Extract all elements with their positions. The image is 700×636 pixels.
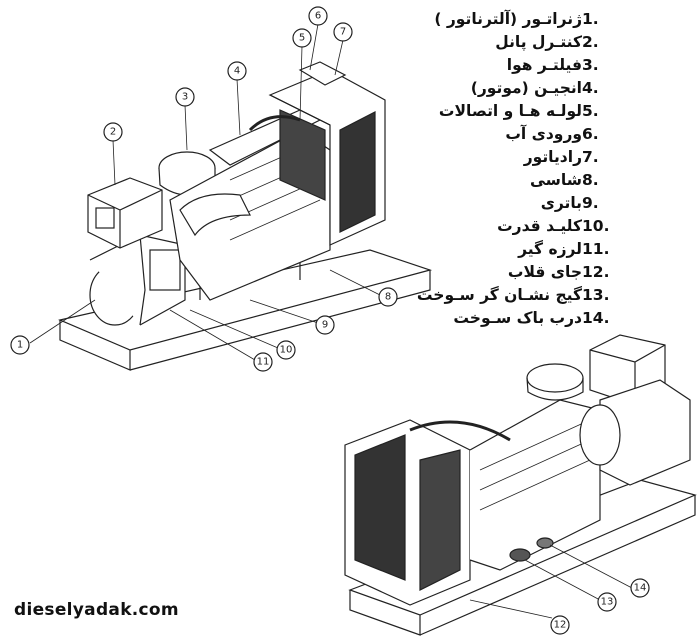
callout-9: 9 [315, 315, 335, 335]
legend-item: 4.انجیـن (موتور) [417, 79, 620, 102]
svg-text:2: 2 [110, 127, 116, 138]
callout-8: 8 [378, 287, 398, 307]
legend-item: 12.جای قلاب [417, 263, 620, 286]
legend-item: 11.لرزه گیر [417, 240, 620, 263]
legend-number: 5. [582, 102, 599, 120]
bottom-generator [344, 334, 697, 636]
legend-label: ورودی آب [505, 125, 582, 143]
svg-text:12: 12 [554, 620, 567, 631]
svg-text:3: 3 [182, 92, 188, 103]
legend-number: 6. [582, 125, 599, 143]
svg-text:14: 14 [634, 583, 647, 594]
legend-item: 9.باتری [417, 194, 620, 217]
callout-14: 14 [630, 578, 650, 598]
legend-item: 2.کنتـرل پانل [417, 33, 620, 56]
legend-number: 8. [582, 171, 599, 189]
legend-item: 10.کلیـد قدرت [417, 217, 620, 240]
legend-item: 7.رادیاتور [417, 148, 620, 171]
callout-11: 11 [253, 352, 273, 372]
callout-2: 2 [103, 122, 123, 142]
legend-label: شاسی [530, 171, 582, 189]
legend-item: 14.درب باک سـوخت [417, 309, 620, 332]
legend-number: 12. [582, 263, 610, 281]
legend-number: 4. [582, 79, 599, 97]
website-watermark: dieselyadak.com [14, 600, 179, 620]
legend-number: 3. [582, 56, 599, 74]
legend-item: 3.فیلتـر هوا [417, 56, 620, 79]
svg-text:5: 5 [299, 33, 305, 44]
callout-10: 10 [276, 340, 296, 360]
parts-legend: 1.ژنراتـور (آلترناتور ) 2.کنتـرل پانل 3.… [417, 10, 620, 332]
svg-text:9: 9 [322, 320, 328, 331]
callout-12: 12 [550, 615, 570, 635]
callout-7: 7 [333, 22, 353, 42]
legend-label: جای قلاب [507, 263, 582, 281]
callout-13: 13 [597, 592, 617, 612]
legend-number: 9. [582, 194, 599, 212]
legend-label: درب باک سـوخت [453, 309, 582, 327]
top-generator [29, 23, 433, 371]
legend-item: 1.ژنراتـور (آلترناتور ) [417, 10, 620, 33]
legend-item: 8.شاسی [417, 171, 620, 194]
legend-number: 7. [582, 148, 599, 166]
legend-label: انجیـن (موتور) [470, 79, 582, 97]
callout-3: 3 [175, 87, 195, 107]
svg-text:6: 6 [315, 11, 321, 22]
legend-item: 5.لولـه هـا و اتصالات [417, 102, 620, 125]
svg-text:8: 8 [385, 292, 391, 303]
legend-item: 13.گیج نشـان گر سـوخت [417, 286, 620, 309]
callout-5: 5 [292, 28, 312, 48]
svg-text:7: 7 [340, 27, 346, 38]
legend-number: 10. [582, 217, 610, 235]
legend-label: گیج نشـان گر سـوخت [416, 286, 582, 304]
svg-text:10: 10 [280, 345, 293, 356]
legend-label: کنتـرل پانل [495, 33, 582, 51]
legend-label: فیلتـر هوا [506, 56, 582, 74]
callout-6: 6 [308, 6, 328, 26]
svg-text:4: 4 [234, 66, 240, 77]
callout-4: 4 [227, 61, 247, 81]
legend-item: 6.ورودی آب [417, 125, 620, 148]
legend-number: 14. [582, 309, 610, 327]
legend-label: لرزه گیر [518, 240, 582, 258]
callout-1: 1 [10, 335, 30, 355]
svg-text:1: 1 [17, 340, 23, 351]
legend-label: باتری [540, 194, 582, 212]
legend-label: رادیاتور [523, 148, 582, 166]
legend-label: ژنراتـور (آلترناتور ) [434, 10, 582, 28]
legend-number: 11. [582, 240, 610, 258]
legend-number: 2. [582, 33, 599, 51]
svg-text:11: 11 [257, 357, 270, 368]
legend-label: لولـه هـا و اتصالات [438, 102, 582, 120]
legend-number: 13. [582, 286, 610, 304]
legend-number: 1. [582, 10, 599, 28]
legend-label: کلیـد قدرت [497, 217, 582, 235]
svg-text:13: 13 [601, 597, 614, 608]
